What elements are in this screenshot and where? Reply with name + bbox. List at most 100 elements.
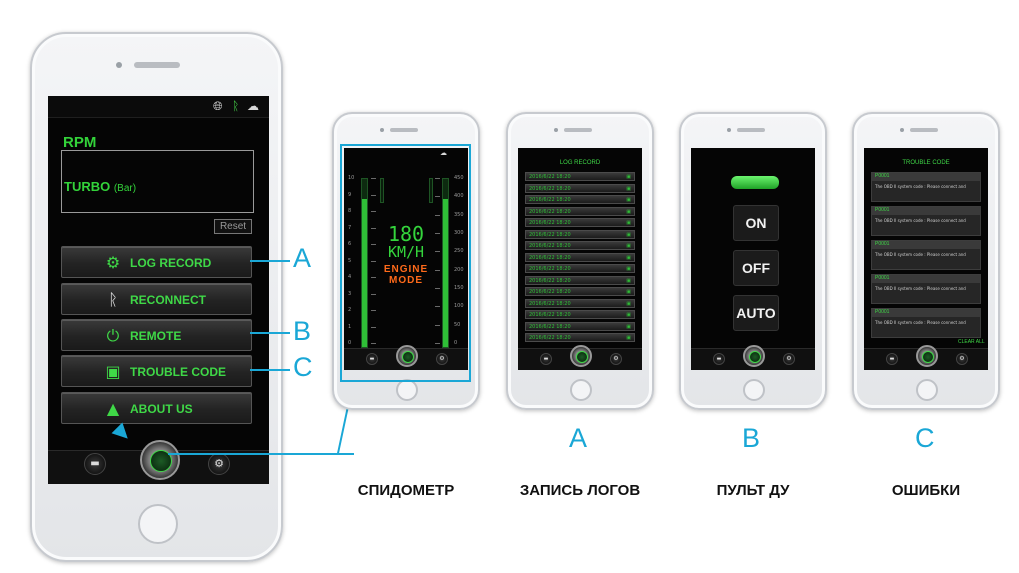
right-scale-label: 400 xyxy=(454,193,464,200)
reset-button[interactable]: Reset xyxy=(214,219,252,234)
left-minor-bar xyxy=(380,178,384,203)
right-scale-tick xyxy=(435,178,440,179)
remote-screen: ON OFF AUTO ▬ ⚙ xyxy=(691,148,815,370)
left-scale-tick xyxy=(371,277,376,278)
power-icon: ⏻ xyxy=(106,326,120,345)
trouble-card-code: P0001 xyxy=(872,241,980,249)
car-nav-button[interactable]: ▬ xyxy=(84,453,106,475)
log-row[interactable]: 2016/6/22 18:20 ▣ xyxy=(525,183,635,193)
settings-nav-button[interactable]: ⚙ xyxy=(436,353,448,365)
log-row[interactable]: 2016/6/22 18:20▣ xyxy=(525,321,635,331)
remote-button[interactable]: ⏻ REMOTE xyxy=(61,319,252,351)
log-record-phone: LOG RECORD 2016/6/22 18:20▣2016/6/22 18:… xyxy=(506,112,654,410)
settings-nav-button[interactable]: ⚙ xyxy=(610,353,622,365)
left-scale-tick xyxy=(371,244,376,245)
earpiece-speaker xyxy=(737,128,765,132)
car-nav-button[interactable]: ▬ xyxy=(886,353,898,365)
remote-on-button[interactable]: ON xyxy=(733,205,779,241)
log-row-icon: ▣ xyxy=(626,289,631,295)
rpm-gauge-box xyxy=(61,150,254,213)
caption-log-record: ЗАПИСЬ ЛОГОВ xyxy=(519,482,641,499)
connector-speedometer-h xyxy=(168,453,354,455)
front-camera xyxy=(116,62,122,68)
status-icons: ☁ xyxy=(440,149,447,157)
remote-auto-button[interactable]: AUTO xyxy=(733,295,779,331)
right-scale-label: 300 xyxy=(454,230,464,236)
trouble-code-button[interactable]: ▣ TROUBLE CODE xyxy=(61,355,252,387)
front-camera xyxy=(380,128,384,132)
reconnect-button[interactable]: ᚱ RECONNECT xyxy=(61,283,252,315)
log-row[interactable]: 2016/6/22 18:20▣ xyxy=(525,264,635,273)
right-scale-tick xyxy=(435,196,440,198)
log-row[interactable]: 2016/6/22 18:20▣ xyxy=(525,195,635,204)
right-scale-tick xyxy=(435,233,440,234)
marker-c: C xyxy=(915,423,935,453)
log-row-timestamp: 2016/6/22 18:20 xyxy=(529,266,571,272)
right-scale-tick xyxy=(435,324,440,326)
log-row-timestamp: 2016/6/22 18:20 xyxy=(529,312,571,318)
log-row[interactable]: 2016/6/22 18:20▣ xyxy=(525,252,635,262)
clear-all-button[interactable]: CLEAR ALL xyxy=(958,339,985,345)
left-scale-label: 9 xyxy=(348,191,352,198)
car-nav-button[interactable]: ▬ xyxy=(366,353,378,365)
cloud-icon: ☁ xyxy=(247,99,259,113)
status-bar: 🌐︎ ᚱ ☁ xyxy=(48,96,269,118)
log-row-timestamp: 2016/6/22 18:20 xyxy=(529,220,571,226)
home-nav-button[interactable] xyxy=(916,345,938,367)
right-scale-tick xyxy=(435,306,440,308)
remote-off-button[interactable]: OFF xyxy=(733,250,779,286)
log-row[interactable]: 2016/6/22 18:20▣ xyxy=(525,229,635,239)
log-row[interactable]: 2016/6/22 18:20▣ xyxy=(525,218,635,227)
right-scale-label: 150 xyxy=(454,285,464,291)
left-scale-label: 3 xyxy=(348,290,352,297)
log-row[interactable]: 2016/6/22 18:20▣ xyxy=(525,172,635,181)
log-row[interactable]: 2016/6/22 18:20▣ xyxy=(525,206,635,216)
trouble-card-code: P0001 xyxy=(872,207,980,215)
right-scale-label: 350 xyxy=(454,211,464,218)
left-scale-tick xyxy=(371,194,376,196)
marker-a-main: A xyxy=(293,243,312,273)
phone-home-button xyxy=(138,504,178,544)
home-nav-button[interactable] xyxy=(743,345,765,367)
trouble-card-description: The OBD II system code : Please connect … xyxy=(875,218,966,223)
bluetooth-icon: ᚱ xyxy=(232,99,240,113)
settings-nav-button[interactable]: ⚙ xyxy=(956,353,968,365)
left-scale-label: 0 xyxy=(348,340,352,346)
log-row-icon: ▣ xyxy=(626,323,631,330)
speed-unit: KM/H xyxy=(387,243,425,261)
right-scale-label: 450 xyxy=(454,175,464,181)
log-row-timestamp: 2016/6/22 18:20 xyxy=(529,231,571,238)
earpiece-speaker xyxy=(564,128,592,132)
log-row[interactable]: 2016/6/22 18:20▣ xyxy=(525,241,635,250)
home-nav-button[interactable] xyxy=(140,440,180,480)
home-nav-button[interactable] xyxy=(570,345,592,367)
home-nav-button[interactable] xyxy=(396,345,418,367)
turbo-label: TURBO (Bar) xyxy=(64,179,136,194)
car-nav-button[interactable]: ▬ xyxy=(713,353,725,365)
car-nav-button[interactable]: ▬ xyxy=(540,353,552,365)
main-phone: 🌐︎ ᚱ ☁ RPM TURBO (Bar) Reset ⚙ LOG RECOR… xyxy=(30,32,283,562)
log-row-icon: ▣ xyxy=(626,185,631,192)
log-row-timestamp: 2016/6/22 18:20 xyxy=(529,174,571,180)
about-us-button[interactable]: ▲ ABOUT US xyxy=(61,392,252,424)
log-row[interactable]: 2016/6/22 18:20▣ xyxy=(525,310,635,319)
settings-nav-button[interactable]: ⚙ xyxy=(208,453,230,475)
log-row-timestamp: 2016/6/22 18:20 xyxy=(529,208,571,215)
log-row-timestamp: 2016/6/22 18:20 xyxy=(529,185,571,192)
left-scale-label: 8 xyxy=(348,208,352,214)
log-record-button[interactable]: ⚙ LOG RECORD xyxy=(61,246,252,278)
log-row[interactable]: 2016/6/22 18:20▣ xyxy=(525,298,635,308)
turbo-label-text: TURBO xyxy=(64,179,111,194)
log-row[interactable]: 2016/6/22 18:20▣ xyxy=(525,333,635,342)
settings-nav-button[interactable]: ⚙ xyxy=(783,353,795,365)
phone-home-button xyxy=(916,379,938,401)
log-row[interactable]: 2016/6/22 18:20▣ xyxy=(525,275,635,285)
log-row[interactable]: 2016/6/22 18:20▣ xyxy=(525,287,635,296)
